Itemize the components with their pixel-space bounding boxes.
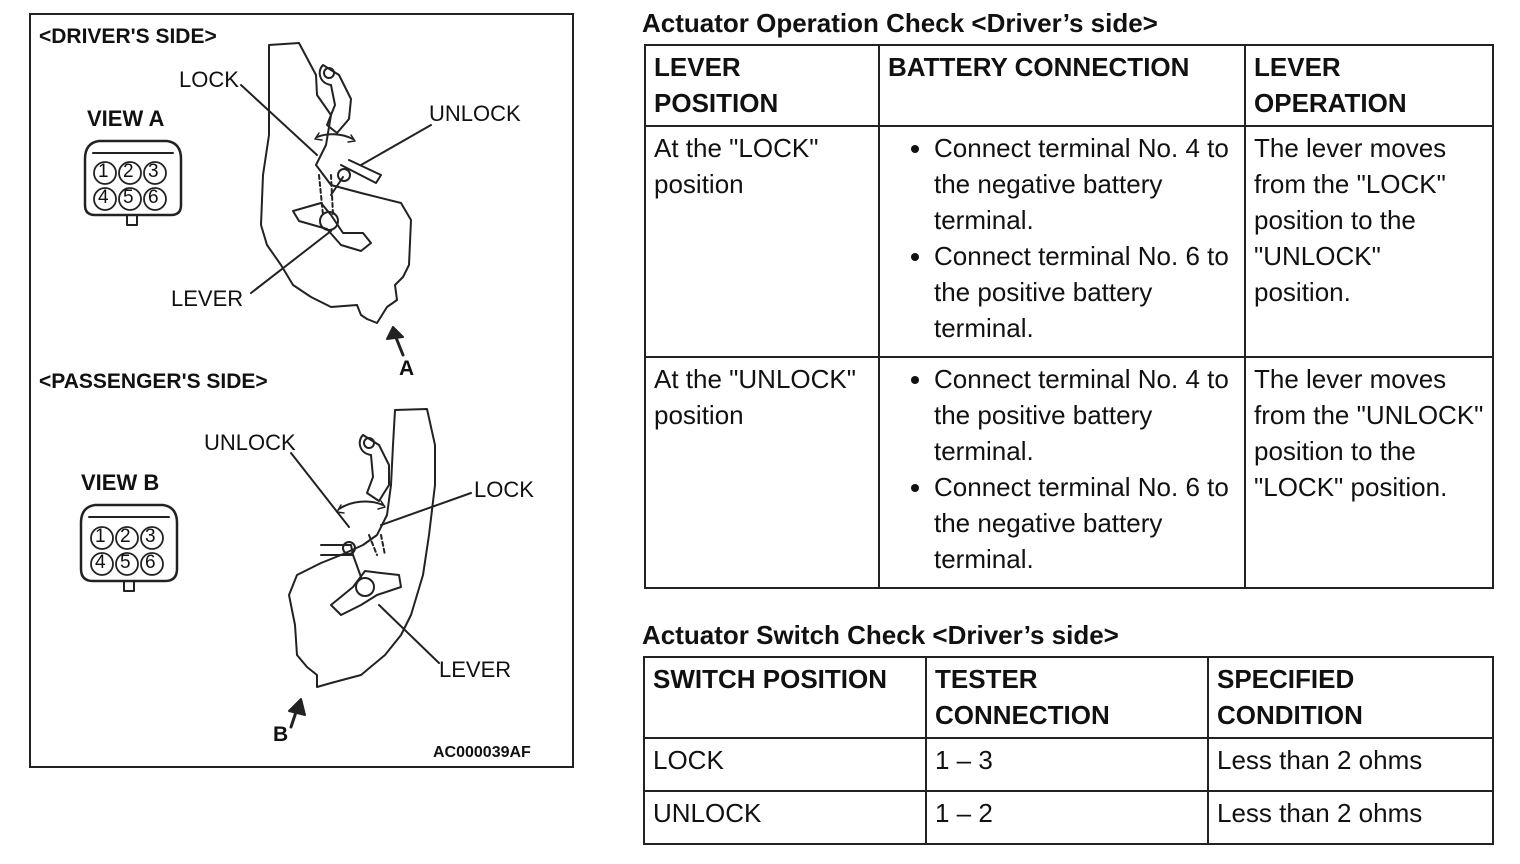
view-a-pin-1: 1 <box>98 161 109 182</box>
operation-check-title: Actuator Operation Check <Driver’s side> <box>642 8 1158 38</box>
lever-operation-cell: The lever moves from the "LOCK" position… <box>1244 125 1494 358</box>
switch-position-cell: LOCK <box>643 737 927 792</box>
passenger-lock-callout: LOCK <box>474 477 534 502</box>
driver-lock-callout: LOCK <box>179 67 239 92</box>
lever-operation-cell: The lever moves from the "UNLOCK" positi… <box>1244 356 1494 589</box>
view-a-title: VIEW A <box>87 106 165 131</box>
operation-check-table: LEVER POSITION BATTERY CONNECTION LEVER … <box>644 44 1494 589</box>
passenger-unlock-callout: UNLOCK <box>204 430 296 455</box>
view-b-arrow-label: B <box>273 723 289 746</box>
table-row: LOCK 1 – 3 Less than 2 ohms <box>643 737 1494 792</box>
connector-view-b-drawing <box>79 503 179 592</box>
view-b-pin-5: 5 <box>120 552 131 573</box>
view-a-pin-6: 6 <box>148 187 159 208</box>
switch-check-table: SWITCH POSITION TESTER CONNECTION SPECIF… <box>643 656 1494 845</box>
view-b-pin-3: 3 <box>145 526 156 547</box>
table-row: At the "UNLOCK" position Connect termina… <box>644 356 1494 589</box>
connection-item: Connect terminal No. 4 to the negative b… <box>934 130 1236 238</box>
specified-condition-cell: Less than 2 ohms <box>1207 737 1494 792</box>
header-lever-position: LEVER POSITION <box>644 44 880 127</box>
view-b-title: VIEW B <box>81 470 160 495</box>
driver-actuator-drawing <box>240 42 432 357</box>
view-a-pin-5: 5 <box>123 187 134 208</box>
view-b-pin-2: 2 <box>120 526 131 547</box>
passengers-side-label: <PASSENGER'S SIDE> <box>39 370 268 393</box>
tester-connection-cell: 1 – 2 <box>925 790 1209 845</box>
table-row: At the "LOCK" position Connect terminal … <box>644 125 1494 358</box>
connection-item: Connect terminal No. 6 to the negative b… <box>934 469 1236 577</box>
view-b-pin-1: 1 <box>95 526 106 547</box>
battery-connection-cell: Connect terminal No. 4 to the positive b… <box>878 356 1246 589</box>
specified-condition-cell: Less than 2 ohms <box>1207 790 1494 845</box>
actuator-figure: <DRIVER'S SIDE> <PASSENGER'S SIDE> VIEW … <box>29 13 574 768</box>
table-row: UNLOCK 1 – 2 Less than 2 ohms <box>643 790 1494 845</box>
switch-header-row: SWITCH POSITION TESTER CONNECTION SPECIF… <box>643 656 1494 739</box>
header-specified-condition: SPECIFIED CONDITION <box>1207 656 1494 739</box>
battery-connection-cell: Connect terminal No. 4 to the negative b… <box>878 125 1246 358</box>
connection-list: Connect terminal No. 4 to the positive b… <box>888 361 1236 577</box>
header-battery-connection: BATTERY CONNECTION <box>878 44 1246 127</box>
view-a-pin-4: 4 <box>98 187 109 208</box>
passenger-actuator-drawing <box>288 408 472 729</box>
operation-header-row: LEVER POSITION BATTERY CONNECTION LEVER … <box>644 44 1494 127</box>
header-switch-position: SWITCH POSITION <box>643 656 927 739</box>
connection-item: Connect terminal No. 4 to the positive b… <box>934 361 1236 469</box>
view-a-pin-3: 3 <box>148 161 159 182</box>
actuator-line-drawing <box>79 42 472 729</box>
view-b-pin-4: 4 <box>95 552 106 573</box>
lever-position-cell: At the "LOCK" position <box>644 125 880 358</box>
connector-view-a-drawing <box>83 139 183 226</box>
driver-unlock-callout: UNLOCK <box>429 101 521 126</box>
view-b-pin-6: 6 <box>145 552 156 573</box>
view-a-arrow-label: A <box>399 357 415 380</box>
header-tester-connection: TESTER CONNECTION <box>925 656 1209 739</box>
tester-connection-cell: 1 – 3 <box>925 737 1209 792</box>
lever-position-cell: At the "UNLOCK" position <box>644 356 880 589</box>
figure-code: AC000039AF <box>433 744 531 761</box>
connector-pins <box>90 161 167 576</box>
drivers-side-label: <DRIVER'S SIDE> <box>39 25 217 48</box>
driver-lever-callout: LEVER <box>171 286 244 311</box>
switch-check-title: Actuator Switch Check <Driver’s side> <box>642 620 1119 650</box>
connection-item: Connect terminal No. 6 to the positive b… <box>934 238 1236 346</box>
connection-list: Connect terminal No. 4 to the negative b… <box>888 130 1236 346</box>
view-a-pin-2: 2 <box>123 161 134 182</box>
header-lever-operation: LEVER OPERATION <box>1244 44 1494 127</box>
passenger-lever-callout: LEVER <box>439 657 512 682</box>
switch-position-cell: UNLOCK <box>643 790 927 845</box>
